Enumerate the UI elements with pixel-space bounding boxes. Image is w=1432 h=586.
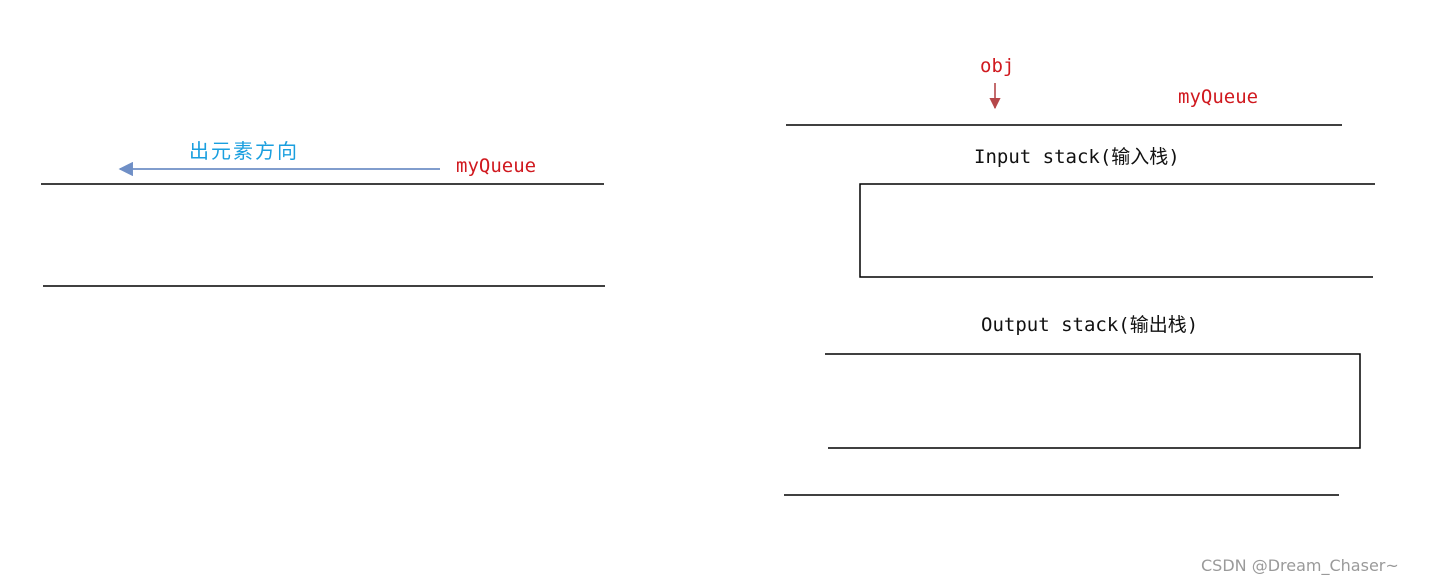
dequeue-direction-label: 出元素方向 — [189, 139, 299, 163]
input-stack-box — [859, 183, 1375, 278]
input-stack-label: Input stack(输入栈) — [974, 146, 1180, 168]
output-stack-label: Output stack(输出栈) — [981, 314, 1199, 336]
obj-label: obj — [980, 55, 1015, 77]
right-queue-label: myQueue — [1178, 86, 1259, 108]
right-queue — [784, 83, 1375, 496]
left-queue — [41, 161, 605, 287]
left-queue-label: myQueue — [456, 155, 537, 177]
output-stack-box — [825, 353, 1361, 449]
watermark: CSDN @Dream_Chaser~ — [1201, 556, 1399, 575]
